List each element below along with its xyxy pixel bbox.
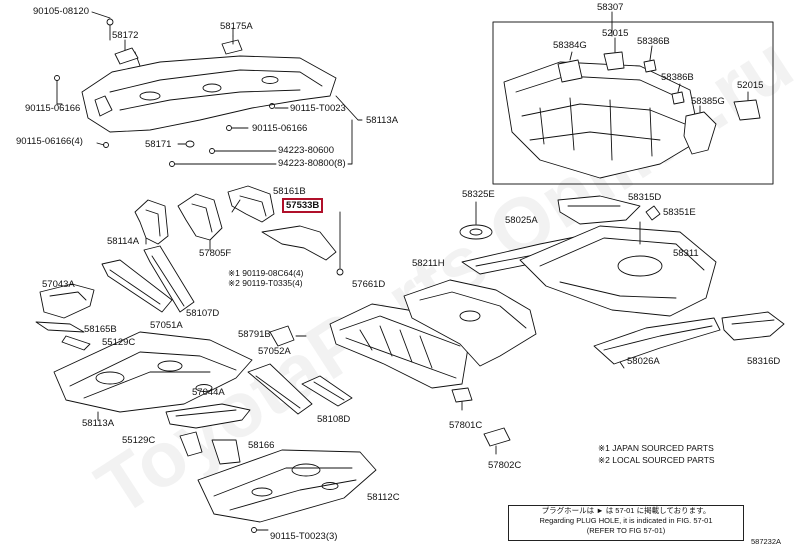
part-57052A (247, 363, 313, 415)
label-90115-06166-b[interactable]: 90115-06166 (252, 123, 308, 134)
label-58171[interactable]: 58171 (145, 139, 172, 150)
label-57533B[interactable]: 57533B (282, 198, 324, 213)
label-90119-T0335[interactable]: ※2 90119-T0335(4) (228, 278, 303, 288)
part-58211H (403, 279, 537, 367)
label-58791B[interactable]: 58791B (238, 329, 271, 340)
part-57801C (451, 387, 473, 403)
label-58112C[interactable]: 58112C (367, 492, 400, 503)
label-57052A[interactable]: 57052A (258, 346, 291, 357)
label-58316D[interactable]: 58316D (747, 356, 781, 367)
label-58114A[interactable]: 58114A (107, 236, 140, 247)
part-58108D (301, 375, 353, 407)
label-58113A-bottom[interactable]: 58113A (82, 418, 115, 429)
label-55129C-a[interactable]: 55129C (102, 337, 136, 348)
label-57051A[interactable]: 57051A (150, 320, 183, 331)
label-58385G[interactable]: 58385G (691, 96, 725, 107)
figure-id: 587232A (751, 537, 782, 546)
part-58791B (269, 325, 295, 347)
label-58165B[interactable]: 58165B (84, 324, 117, 335)
part-57802C (483, 427, 511, 447)
label-58325E[interactable]: 58325E (462, 189, 495, 200)
part-58161B (227, 185, 275, 223)
label-94223-80600[interactable]: 94223-80600 (278, 145, 334, 156)
label-58311[interactable]: 58311 (673, 248, 699, 259)
label-90105-08120[interactable]: 90105-08120 (33, 6, 89, 17)
part-58385G (683, 111, 717, 155)
part-58384G (557, 59, 583, 83)
part-58386B-a (643, 59, 657, 73)
label-90119-08C64[interactable]: ※1 90119-08C64(4) (228, 268, 304, 278)
label-58307[interactable]: 58307 (597, 2, 624, 13)
label-57802C[interactable]: 57802C (488, 460, 522, 471)
part-58311 (519, 225, 717, 317)
label-52015-a[interactable]: 52015 (602, 28, 629, 39)
part-55129C (61, 335, 91, 351)
part-58386B-b (671, 91, 685, 105)
part-52015-b (733, 99, 761, 121)
label-57044A[interactable]: 57044A (192, 387, 225, 398)
part-58325E (459, 224, 493, 240)
label-58108D[interactable]: 58108D (317, 414, 351, 425)
label-90115-T0023[interactable]: 90115-T0023 (290, 103, 346, 114)
label-58166[interactable]: 58166 (248, 440, 275, 451)
part-57533B (261, 225, 337, 261)
part-57051A-rail (101, 259, 173, 313)
part-58175A (221, 39, 243, 55)
label-58113A-top[interactable]: 58113A (366, 115, 399, 126)
part-57805F (177, 193, 223, 241)
note-local-sourced: ※2 LOCAL SOURCED PARTS (598, 455, 715, 465)
label-90115-06166-a[interactable]: 90115-06166 (25, 103, 81, 114)
label-58026A[interactable]: 58026A (627, 356, 660, 367)
label-58172[interactable]: 58172 (112, 30, 139, 41)
label-57801C[interactable]: 57801C (449, 420, 483, 431)
label-58386B-a[interactable]: 58386B (637, 36, 670, 47)
label-58107D[interactable]: 58107D (186, 308, 220, 319)
part-57043A (39, 283, 95, 319)
label-58175A[interactable]: 58175A (220, 21, 253, 32)
part-57044A (165, 403, 251, 429)
label-58386B-b[interactable]: 58386B (661, 72, 694, 83)
label-57043A[interactable]: 57043A (42, 279, 75, 290)
reference-box: プラグホールは ► は 57-01 に掲載しております。 Regarding P… (508, 505, 744, 541)
inset-box (492, 21, 774, 185)
part-58316D (721, 311, 785, 341)
label-58315D[interactable]: 58315D (628, 192, 662, 203)
label-57805F[interactable]: 57805F (199, 248, 232, 259)
reference-line-en: Regarding PLUG HOLE, it is indicated in … (539, 516, 713, 525)
label-90115-06166-4[interactable]: 90115-06166(4) (16, 136, 83, 147)
label-55129C-b[interactable]: 55129C (122, 435, 156, 446)
label-58351E[interactable]: 58351E (663, 207, 696, 218)
label-94223-80800[interactable]: 94223-80800(8) (278, 158, 346, 169)
bolt-90105 (106, 18, 114, 26)
part-58307 (503, 61, 701, 179)
reference-line-refer: (REFER TO FIG 57-01) (586, 526, 666, 535)
label-57661D[interactable]: 57661D (352, 279, 386, 290)
label-58161B[interactable]: 58161B (273, 186, 306, 197)
label-52015-b[interactable]: 52015 (737, 80, 764, 91)
part-55129C-b (179, 431, 203, 457)
part-58166 (211, 439, 241, 465)
label-58384G[interactable]: 58384G (553, 40, 587, 51)
part-58165B (35, 321, 85, 333)
part-58315D (557, 195, 641, 225)
part-58026A (593, 317, 721, 365)
part-58351E (645, 205, 661, 221)
label-58211H[interactable]: 58211H (412, 258, 445, 269)
part-58114A (134, 199, 169, 245)
label-58025A[interactable]: 58025A (505, 215, 538, 226)
reference-line-jp: プラグホールは ► は 57-01 に掲載しております。 (541, 506, 711, 515)
label-90115-T0023-3[interactable]: 90115-T0023(3) (270, 531, 338, 542)
note-japan-sourced: ※1 JAPAN SOURCED PARTS (598, 443, 714, 453)
part-58113A-upper (81, 51, 337, 133)
part-58172 (114, 47, 139, 65)
part-52015-a (603, 51, 625, 71)
